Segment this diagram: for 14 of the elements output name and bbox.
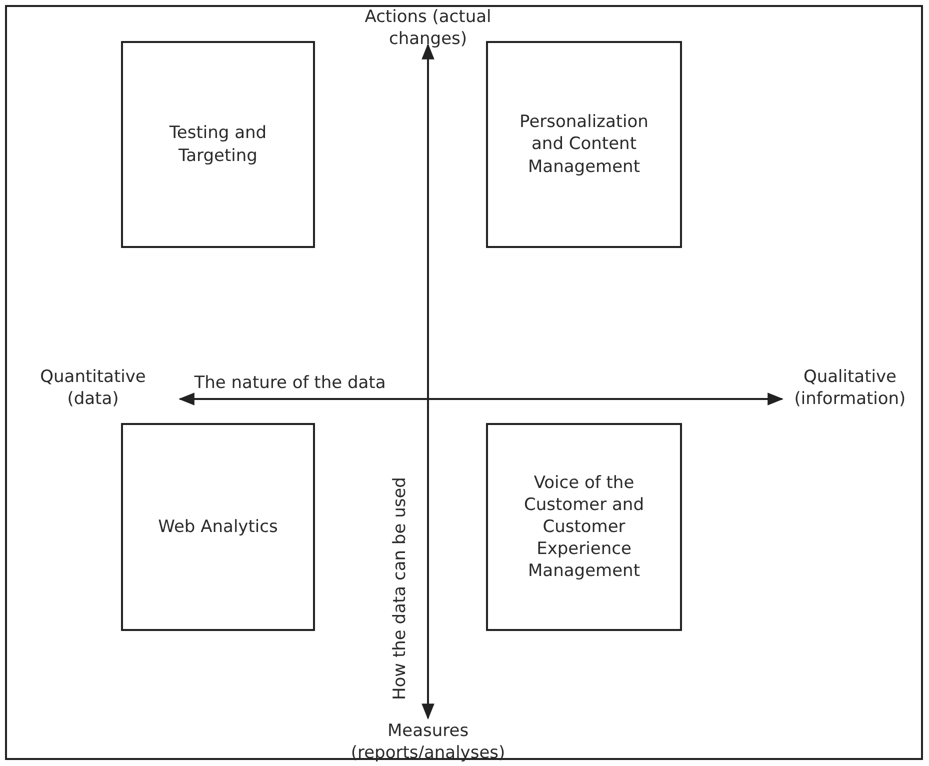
- box-label: Personalization and Content Management: [518, 111, 650, 178]
- quadrant-box: [486, 41, 682, 248]
- axis-title: The nature of the data: [193, 372, 387, 394]
- quadrant-box: [121, 41, 315, 248]
- axis-end-label: Actions (actual changes): [364, 6, 492, 50]
- box-label: Voice of the Customer and Customer Experience Management: [523, 472, 645, 582]
- box-label: Web Analytics: [157, 516, 279, 538]
- axis-title: How the data can be used: [389, 477, 411, 700]
- box-label: Testing and Targeting: [168, 122, 268, 167]
- axis-end-label: Qualitative (information): [793, 366, 907, 410]
- quadrant-box: [121, 423, 315, 631]
- axis-end-label: Measures (reports/analyses): [350, 720, 506, 764]
- quadrant-box: [486, 423, 682, 631]
- axis-end-label: Quantitative (data): [39, 366, 147, 410]
